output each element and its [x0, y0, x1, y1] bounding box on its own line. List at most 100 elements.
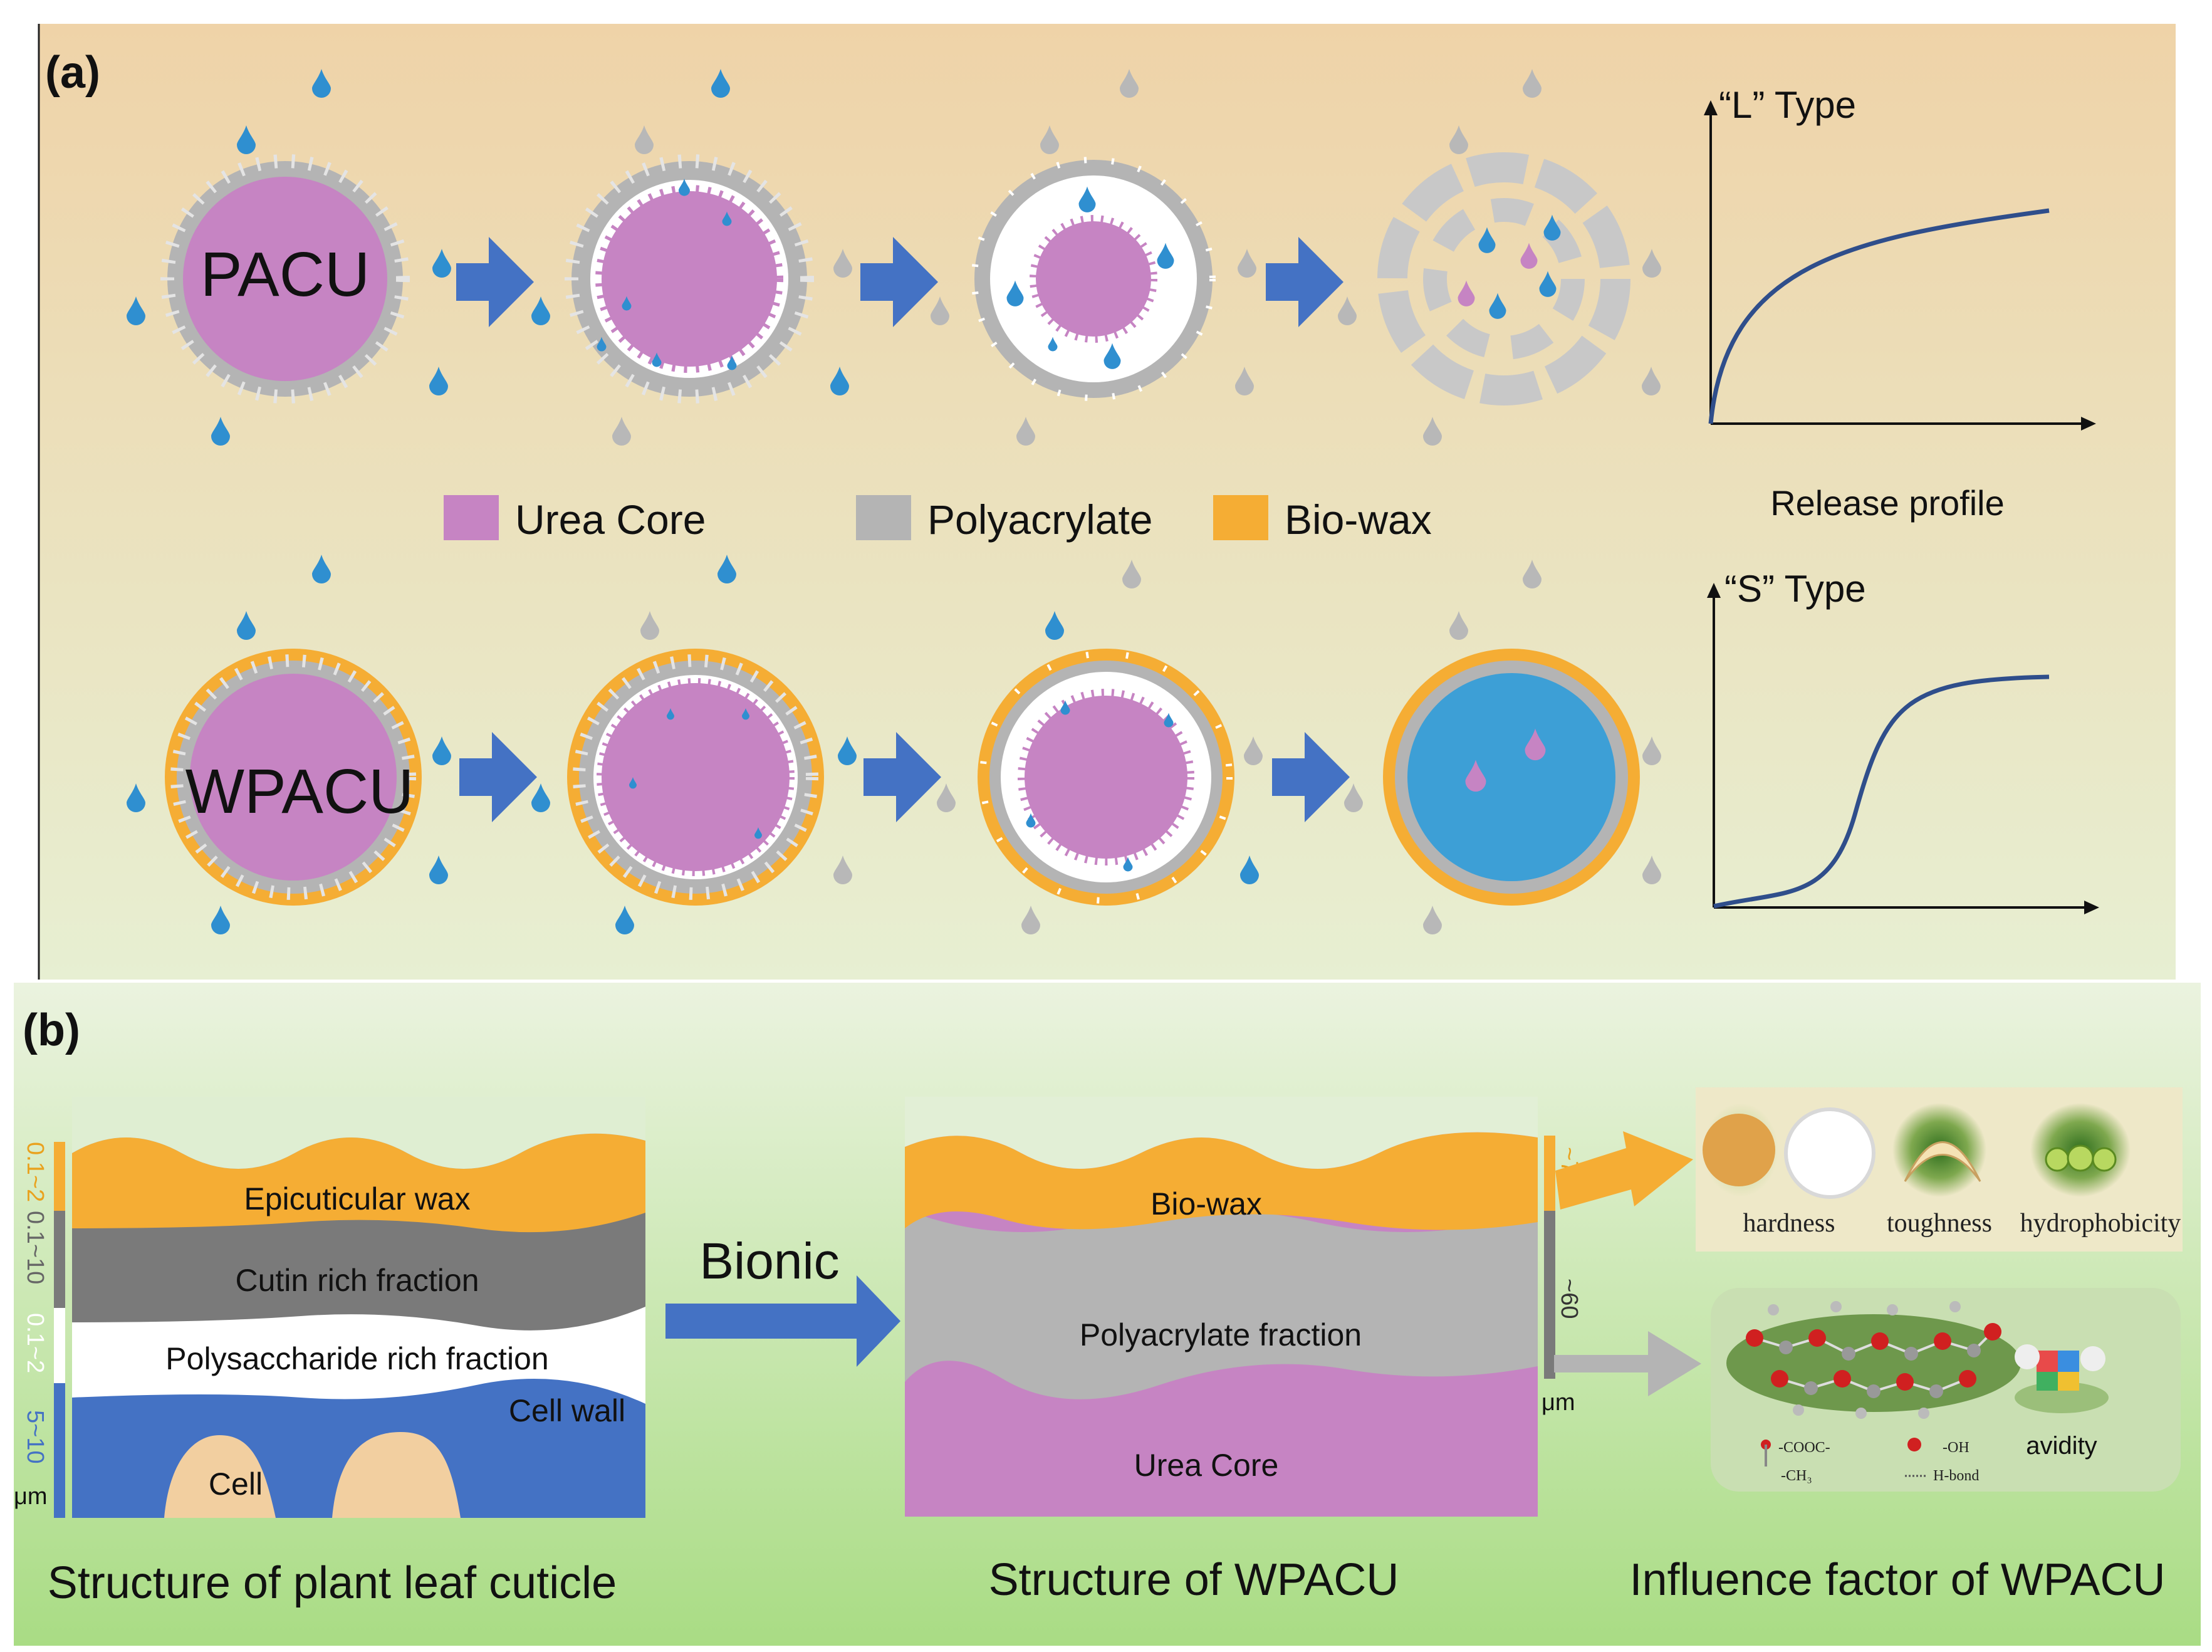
cuticle-layer-label: Cutin rich fraction	[235, 1263, 479, 1298]
water-drop-icon	[1157, 243, 1174, 269]
water-drop-icon	[531, 783, 550, 812]
water-drop-icon	[1120, 69, 1139, 98]
water-drop-icon	[1478, 227, 1496, 253]
powder-icon	[1703, 1114, 1775, 1186]
water-drop-icon	[1244, 736, 1263, 765]
water-drop-icon	[1489, 293, 1506, 319]
factor-caption: Influence factor of WPACU	[1630, 1555, 2166, 1605]
water-drop-icon	[1060, 700, 1070, 715]
water-drop-icon	[127, 783, 145, 812]
water-drop-icon	[711, 69, 730, 98]
water-drop-icon	[1423, 906, 1442, 934]
wpacu-stage-1: WPACU	[165, 649, 422, 906]
water-drop-icon	[1465, 760, 1486, 792]
atom-icon	[1768, 1304, 1779, 1315]
process-arrows	[456, 237, 1350, 822]
arrow-icon	[863, 732, 941, 822]
factor-label: toughness	[1887, 1209, 1992, 1238]
water-drop-icon	[597, 337, 607, 352]
water-bead-icon	[2092, 1147, 2117, 1172]
legend-swatch-urea	[444, 495, 499, 540]
water-drop-icon	[1520, 243, 1538, 269]
water-drop-icon	[1458, 280, 1475, 306]
water-drop-icon	[937, 783, 956, 812]
flexible-film-icon	[1904, 1141, 1981, 1182]
water-drop-icon	[1048, 337, 1058, 352]
legend: Urea Core Polyacrylate Bio-wax	[444, 495, 1432, 543]
orange-arrow-icon	[1555, 1131, 1693, 1210]
scale-label: 0.1~2	[22, 1313, 48, 1373]
water-drop-icon	[1523, 69, 1542, 98]
water-drop-icon	[429, 855, 448, 884]
epicuticular-wax-layer	[72, 1133, 645, 1233]
water-drop-icon	[833, 855, 852, 884]
water-drop-icon	[1423, 417, 1442, 446]
factor-label: hardness	[1743, 1209, 1835, 1238]
urea-core	[183, 177, 387, 381]
scale-label: ~60	[1556, 1278, 1582, 1319]
release-profile-label: Release profile	[1770, 483, 2005, 523]
wpacu-layer-label: Urea Core	[1134, 1448, 1279, 1483]
molecule-model	[1746, 1301, 2001, 1419]
pacu-stage-4	[1377, 152, 1630, 405]
atom-icon	[1918, 1408, 1929, 1419]
curve-line	[1708, 208, 2050, 424]
factor-label: hydrophobicity	[2020, 1209, 2181, 1238]
powder-icon	[1786, 1109, 1874, 1197]
arrow-icon	[1266, 237, 1343, 327]
pacu-stage-1: PACU	[160, 154, 410, 404]
scale-unit: μm	[1542, 1389, 1575, 1416]
water-drop-icon	[1543, 214, 1561, 241]
wpacu-label: WPACU	[185, 756, 414, 827]
atom-icon	[1871, 1332, 1889, 1350]
bionic-arrow-icon	[665, 1275, 900, 1367]
atom-icon	[1746, 1329, 1763, 1347]
water-drop-icon	[1040, 125, 1059, 154]
chem-label: H-bond	[1933, 1468, 1979, 1484]
water-drop-icon	[312, 69, 331, 98]
water-drop-icon	[1235, 367, 1254, 395]
water-drop-icon	[931, 296, 949, 325]
atom-icon	[1967, 1344, 1981, 1357]
chem-label: -OH	[1943, 1440, 1969, 1456]
water-drop-icon	[1123, 857, 1133, 872]
leaf-cuticle-diagram: Epicuticular wax Cutin rich fraction Pol…	[14, 1097, 645, 1518]
water-bead-icon	[2067, 1144, 2094, 1172]
atom-icon	[1842, 1347, 1855, 1361]
water-drop-icon	[1238, 249, 1256, 278]
factor-box-chemistry: -COOC- -OH -CH₃ H-bond avidity	[1711, 1288, 2181, 1492]
wpacu-stage-2	[567, 649, 824, 906]
arrow-icon	[456, 237, 534, 327]
gray-arrow-icon	[1554, 1331, 1701, 1396]
atom-icon	[1929, 1384, 1943, 1398]
water-drop-icon	[237, 125, 256, 154]
water-drop-icon	[727, 355, 737, 370]
avidity-icon	[2015, 1344, 2109, 1413]
legend-swatch-biowax	[1213, 495, 1268, 540]
atom-icon	[1984, 1323, 2001, 1341]
legend-swatch-polyacrylate	[856, 495, 911, 540]
arrow-icon	[860, 237, 938, 327]
cuticle-layer-label: Polysaccharide rich fraction	[165, 1341, 548, 1376]
water-drop-icon	[1642, 855, 1661, 884]
wpacu-structure-diagram: Bio-wax Polyacrylate fraction Urea Core …	[905, 1097, 1582, 1517]
water-drop-icon	[754, 827, 762, 839]
water-drop-icon	[1240, 855, 1259, 884]
water-drop-icon	[635, 125, 654, 154]
atom-icon	[1887, 1304, 1898, 1315]
water-drop-icon	[679, 179, 690, 196]
legend-label-polyacrylate: Polyacrylate	[927, 496, 1153, 543]
axis-arrowhead-icon	[1704, 100, 1718, 115]
water-drop-icon	[1539, 271, 1557, 297]
wpacu-stage-4	[1383, 649, 1640, 906]
water-drop-icon	[722, 211, 732, 226]
axis-arrowhead-icon	[2084, 901, 2099, 914]
water-bead-icon	[2045, 1147, 2070, 1172]
water-drop-icon	[629, 777, 637, 789]
atom-icon	[1949, 1301, 1961, 1312]
water-drop-icon	[1642, 367, 1661, 395]
cell-shape	[332, 1432, 461, 1518]
atom-icon	[1771, 1370, 1788, 1388]
water-drop-icon	[1122, 560, 1141, 588]
water-drop-icon	[1026, 813, 1036, 828]
